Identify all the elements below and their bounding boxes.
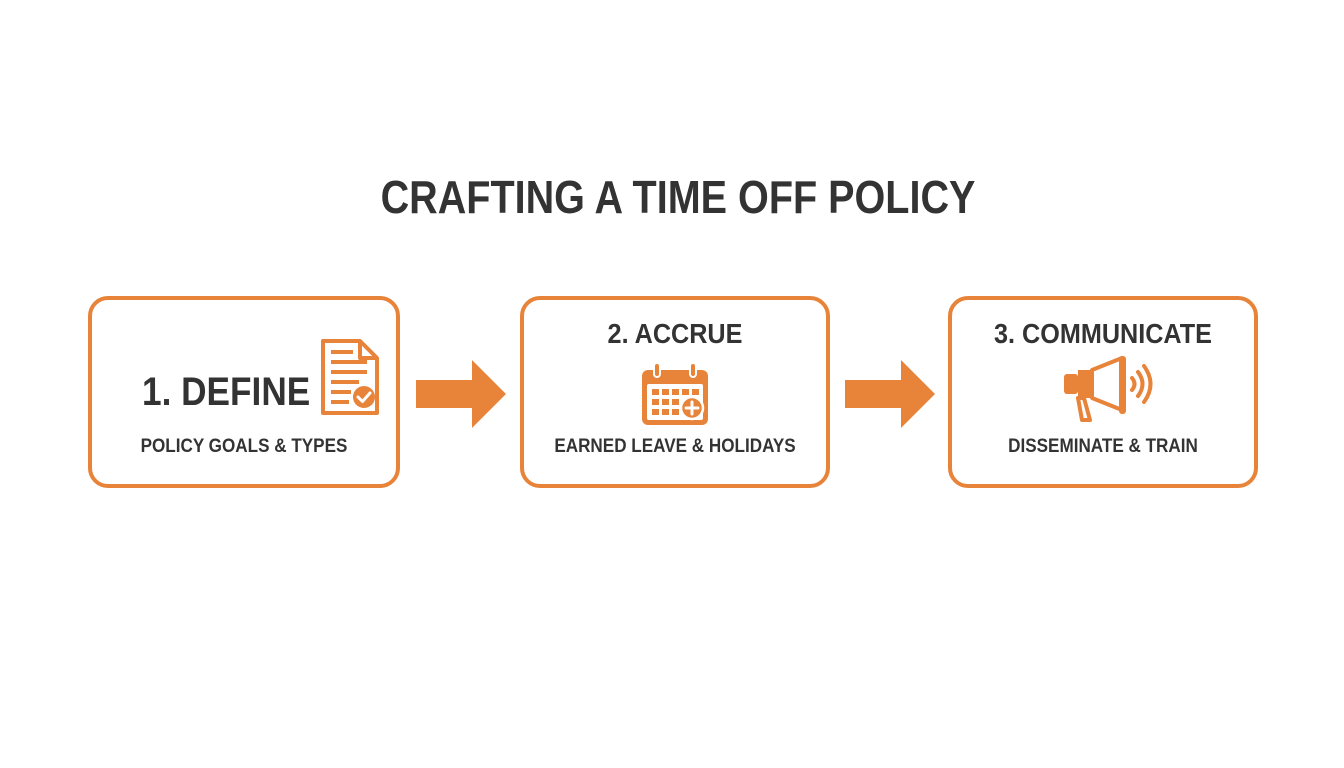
- policy-document-check-icon: [321, 339, 379, 415]
- arrow-right-icon: [416, 360, 506, 428]
- step-subtitle: POLICY GOALS & TYPES: [140, 436, 348, 457]
- calendar-add-icon: [642, 362, 708, 425]
- step-card-accrue: 2. ACCRUE EARNED LEAVE & HOLIDAYS: [520, 296, 830, 488]
- megaphone-icon: [1064, 356, 1153, 422]
- diagram-title: CRAFTING A TIME OFF POLICY: [380, 171, 976, 223]
- arrow-right-icon: [845, 360, 935, 428]
- step-title: 2. ACCRUE: [607, 318, 743, 349]
- step-title: 1. DEFINE: [142, 370, 311, 414]
- step-title: 3. COMMUNICATE: [994, 318, 1212, 349]
- step-subtitle: EARNED LEAVE & HOLIDAYS: [554, 436, 796, 457]
- step-card-define: 1. DEFINE POLICY GOALS & TYPES: [88, 296, 400, 488]
- step-card-communicate: 3. COMMUNICATE DISSEMINATE & TRAIN: [948, 296, 1258, 488]
- step-subtitle: DISSEMINATE & TRAIN: [1008, 436, 1198, 457]
